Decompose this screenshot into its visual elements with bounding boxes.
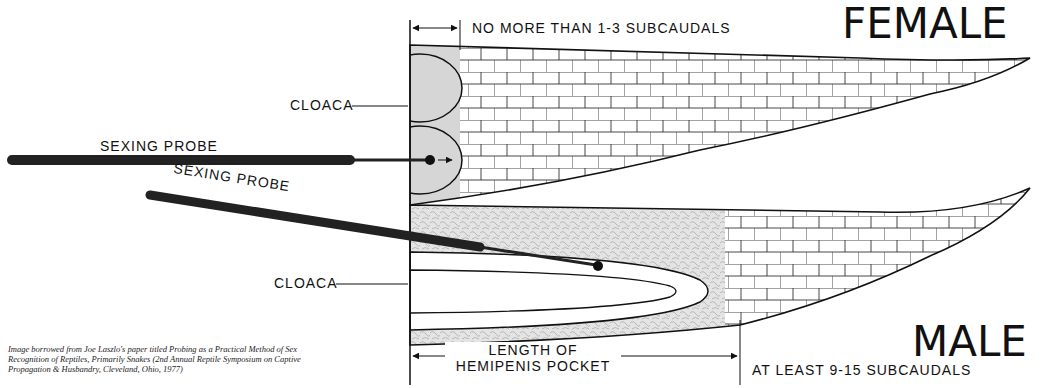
sex-heading: MALE	[912, 318, 1027, 366]
part-label: CLOACA	[290, 97, 354, 113]
part-label: SEXING PROBE	[172, 160, 291, 194]
part-label: SEXING PROBE	[100, 138, 218, 154]
part-label: CLOACA	[274, 275, 338, 291]
dimension-label: NO MORE THAN 1-3 SUBCAUDALS	[472, 20, 731, 36]
sex-heading: FEMALE	[842, 0, 1008, 48]
dimension-label: LENGTH OF HEMIPENIS POCKET	[445, 342, 621, 374]
credit-note: Image borrowed from Joe Laszlo's paper t…	[8, 344, 308, 375]
